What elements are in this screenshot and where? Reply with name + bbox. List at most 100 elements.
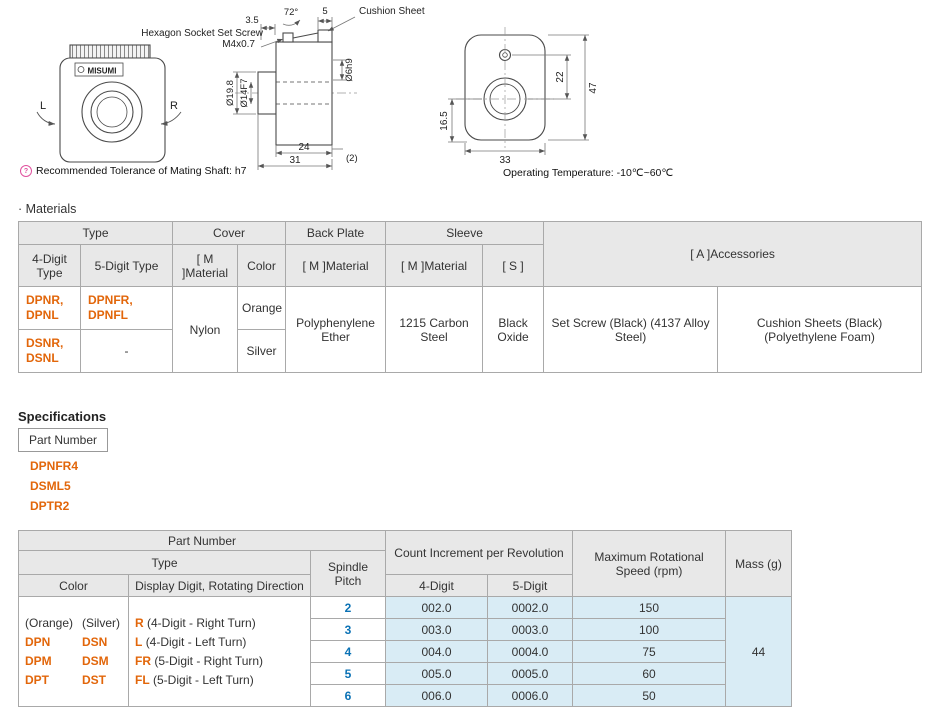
- header-back-plate-material: [ M ]Material: [285, 244, 387, 287]
- spindle-pitch-value: 6: [309, 684, 387, 707]
- dim-33: 33: [499, 155, 511, 166]
- set-screw-label-line2: M4x0.7: [222, 39, 255, 50]
- header-spindle-pitch: Spindle Pitch: [309, 550, 387, 597]
- spindle-pitch-value: 5: [309, 662, 387, 685]
- tolerance-note: ? Recommended Tolerance of Mating Shaft:…: [20, 165, 247, 177]
- header-sleeve-surface: [ S ]: [482, 244, 545, 287]
- tolerance-icon: ?: [20, 165, 32, 177]
- code-fr: FR: [135, 653, 151, 668]
- part-number-link[interactable]: DPNFR4: [30, 459, 79, 473]
- header-type: Type: [17, 221, 174, 245]
- cushion-sheet-label: Cushion Sheet: [359, 6, 425, 17]
- front-view: [36, 44, 182, 163]
- table-row: DSNR, DSNL - Silver: [18, 329, 922, 373]
- count-4digit-value: 004.0: [385, 640, 489, 663]
- accessory-cushion-sheets: Cushion Sheets (Black) (Polyethylene Foa…: [717, 286, 923, 373]
- table-row: 4 004.0 0004.0 75: [19, 640, 792, 663]
- max-speed-value: 100: [572, 618, 727, 641]
- count-5digit-value: 0004.0: [487, 640, 574, 663]
- dim-31: 31: [289, 155, 301, 166]
- header-5-digit-type: 5-Digit Type: [79, 244, 174, 287]
- dim-16-5: 16.5: [439, 111, 450, 131]
- dim-dia-6: Ø6h9: [344, 58, 355, 81]
- code-dpm: DPM: [25, 653, 52, 668]
- dim-72deg: 72°: [284, 7, 299, 18]
- count-5digit-value: 0005.0: [487, 662, 574, 685]
- back-view: [456, 27, 554, 148]
- header-cover: Cover: [172, 221, 287, 245]
- operating-temperature-text: Operating Temperature: -10℃~60℃: [503, 167, 674, 179]
- example-part-numbers: DPNFR4 DSML5 DPTR2: [30, 456, 78, 516]
- spindle-pitch-value: 4: [309, 640, 387, 663]
- technical-drawings: MISUMI L R: [36, 6, 599, 170]
- back-plate-material-value: Polyphenylene Ether: [285, 286, 387, 373]
- left-turn-label: L: [40, 100, 46, 112]
- materials-table: Type Cover Back Plate Sleeve [ A ]Access…: [17, 221, 923, 373]
- code-fl: FL: [135, 672, 150, 687]
- dim-2: (2): [346, 153, 358, 164]
- table-row: 6 006.0 0006.0 50: [19, 684, 792, 707]
- left-turn-arrow: [36, 111, 56, 126]
- sleeve-material-value: 1215 Carbon Steel: [385, 286, 484, 373]
- header-type: Type: [18, 550, 311, 575]
- desc-l: (4-Digit - Left Turn): [145, 634, 247, 649]
- dim-22: 22: [555, 71, 566, 83]
- specifications-title: Specifications: [18, 409, 107, 424]
- max-speed-value: 150: [572, 596, 727, 619]
- header-sleeve-material: [ M ]Material: [385, 244, 484, 287]
- code-dst: DST: [82, 672, 106, 687]
- misumi-logo-mark: [77, 66, 85, 73]
- spindle-pitch-value: 3: [309, 618, 387, 641]
- part-number-link[interactable]: DSML5: [30, 479, 71, 493]
- part-number-spec-table: Part Number Count Increment per Revoluti…: [17, 530, 793, 707]
- part-type-5digit-row1: DPNFR, DPNFL: [79, 286, 174, 330]
- set-screw-label-line1: Hexagon Socket Set Screw: [141, 28, 264, 39]
- cover-color-row1: Orange: [237, 286, 287, 330]
- header-sleeve: Sleeve: [385, 221, 545, 245]
- header-color: Color: [18, 574, 129, 597]
- max-speed-value: 50: [572, 684, 727, 707]
- header-count-increment: Count Increment per Revolution: [385, 530, 574, 575]
- cover-color-row2: Silver: [237, 329, 287, 373]
- misumi-logo: MISUMI: [88, 67, 117, 76]
- max-speed-value: 60: [572, 662, 727, 685]
- table-row: 3 003.0 0003.0 100: [19, 618, 792, 641]
- operating-temperature-note: Operating Temperature: -10℃~60℃: [503, 167, 673, 179]
- mass-value: 44: [725, 596, 793, 707]
- desc-r: (4-Digit - Right Turn): [147, 615, 256, 630]
- table-row: 5 005.0 0005.0 60: [19, 662, 792, 685]
- count-4digit-value: 006.0: [385, 684, 489, 707]
- desc-fl: (5-Digit - Left Turn): [153, 672, 254, 687]
- desc-fr: (5-Digit - Right Turn): [154, 653, 264, 668]
- right-turn-arrow: [160, 111, 182, 126]
- part-type-5digit-row2: -: [79, 329, 174, 373]
- header-part-number: Part Number: [17, 530, 387, 551]
- set-screw-shape: [282, 32, 294, 43]
- dim-47: 47: [588, 82, 599, 94]
- header-4-digit-type: 4-Digit Type: [18, 244, 81, 287]
- side-view: [235, 29, 357, 146]
- part-number-link[interactable]: DPTR2: [30, 499, 70, 513]
- count-4digit-value: 003.0: [385, 618, 489, 641]
- display-digit-cell: R (4-Digit - Right Turn) L (4-Digit - Le…: [128, 596, 311, 707]
- dim-3-5: 3.5: [245, 15, 258, 26]
- code-dsn: DSN: [82, 634, 108, 649]
- header-cover-color: Color: [237, 244, 287, 287]
- part-number-label-box: Part Number: [18, 428, 109, 452]
- code-dsm: DSM: [82, 653, 109, 668]
- code-l: L: [135, 634, 143, 649]
- count-5digit-value: 0003.0: [487, 618, 574, 641]
- part-type-4digit-row1: DPNR, DPNL: [18, 286, 81, 330]
- code-dpn: DPN: [25, 634, 51, 649]
- cushion-sheet-shape: [317, 29, 333, 43]
- accessory-set-screw: Set Screw (Black) (4137 Alloy Steel): [543, 286, 719, 373]
- count-5digit-value: 0006.0: [487, 684, 574, 707]
- header-display-digit: Display Digit, Rotating Direction: [128, 574, 311, 597]
- dim-5: 5: [322, 6, 327, 17]
- table-row: DPNR, DPNL DPNFR, DPNFL Nylon Orange Pol…: [18, 286, 923, 373]
- back-view-dimensions: [448, 34, 589, 155]
- spindle-pitch-value: 2: [309, 596, 387, 619]
- header-accessories: [ A ]Accessories: [543, 221, 923, 287]
